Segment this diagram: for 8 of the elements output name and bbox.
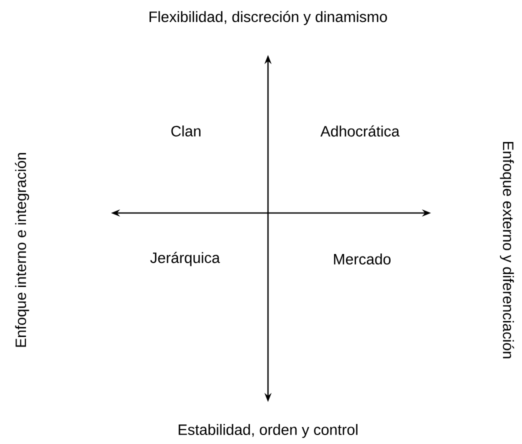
axis-label: Flexibilidad, discreción y dinamismo [150, 10, 387, 26]
axis-label: Enfoque externo y diferenciación [500, 142, 514, 358]
quadrant-label: Adhocrática [320, 125, 400, 137]
axis-label: Estabilidad, orden y control [178, 424, 358, 438]
quadrant-label: Jerárquica [150, 252, 220, 266]
quadrant-label: Mercado [334, 253, 391, 264]
quadrant-label: Clan [171, 126, 200, 136]
axis-label: Enfoque interno e integración [14, 153, 30, 347]
